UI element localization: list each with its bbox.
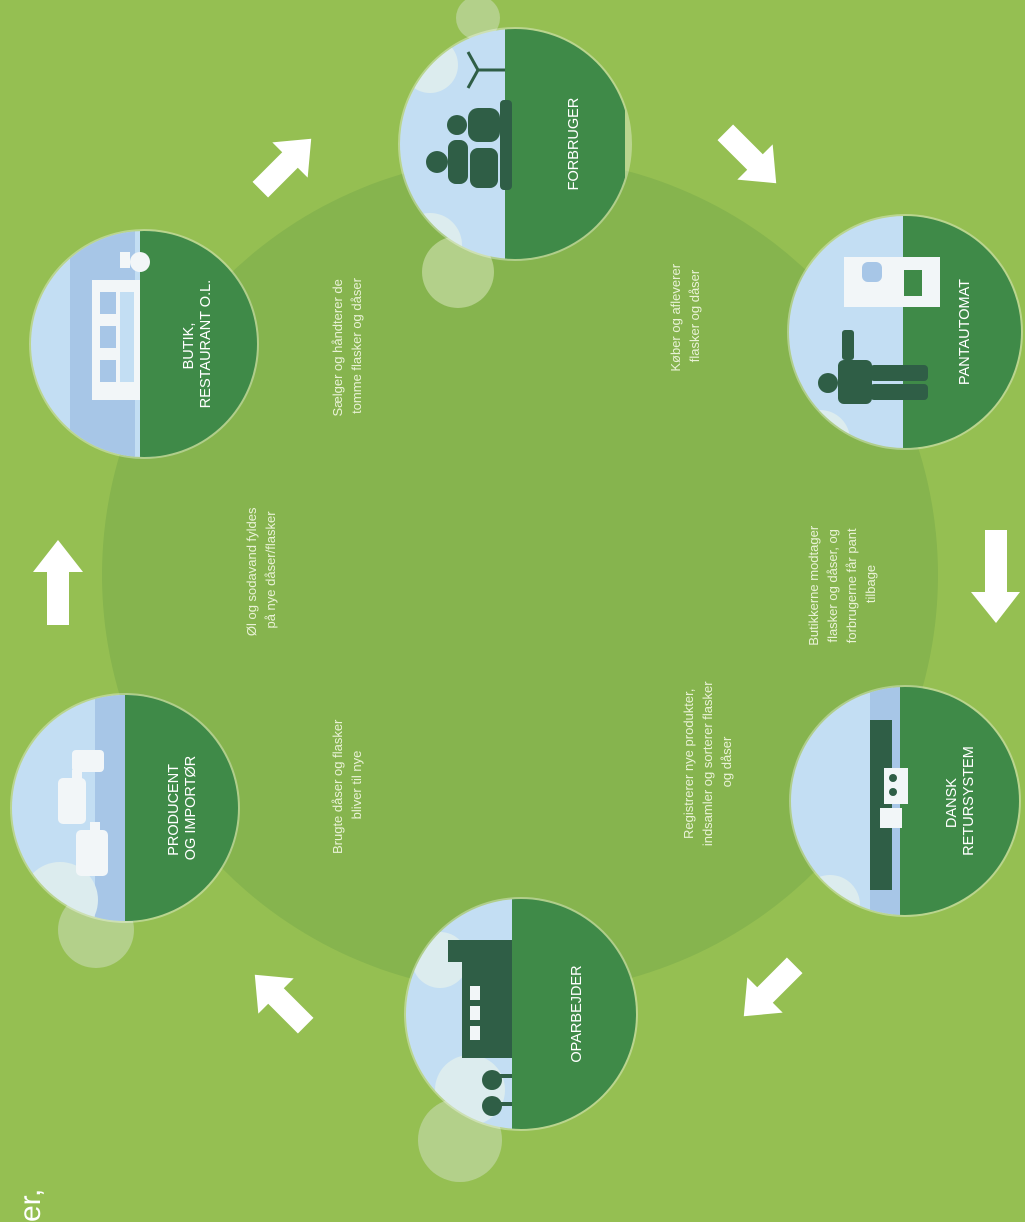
wind-turbine-icon xyxy=(466,51,505,89)
svg-text:DANSK RETURSYSTEM: DANSK RETURSYSTEM xyxy=(944,746,977,856)
svg-text:FORBRUGER: FORBRUGER xyxy=(566,98,582,191)
arrow-pantautomat-to-retursystem xyxy=(971,530,1020,623)
node-label: RESTAURANT O.L. xyxy=(198,280,214,408)
node-label: BUTIK, xyxy=(181,323,197,370)
node-label: PRODUCENT xyxy=(166,764,182,856)
shop-icon xyxy=(92,252,150,400)
arrow-retursystem-to-oparbejder xyxy=(743,957,803,1017)
node-label: OPARBEJDER xyxy=(569,965,585,1062)
svg-text:OPARBEJDER: OPARBEJDER xyxy=(569,965,585,1062)
step-register-text: Registrerer nye produkter, indsamler og … xyxy=(681,678,734,846)
reverse-vending-machine-icon xyxy=(844,257,940,307)
edge-text-fragment: er, xyxy=(14,1189,47,1222)
arrow-oparbejder-to-producent xyxy=(254,974,314,1034)
node-label: DANSK xyxy=(944,778,960,828)
person-icon xyxy=(818,330,928,404)
step-buy-text: Køber og afleverer flasker og dåser xyxy=(668,260,702,371)
arrow-forbruger-to-pantautomat xyxy=(717,124,777,184)
node-oparbejder: OPARBEJDER xyxy=(404,897,638,1182)
node-label: OG IMPORTØR xyxy=(183,756,199,860)
node-label: FORBRUGER xyxy=(566,98,582,191)
cycle-inner-circle xyxy=(102,157,938,993)
family-icon xyxy=(426,100,512,190)
step-fill-text: Øl og sodavand fyldes på nye dåser/flask… xyxy=(244,504,278,636)
svg-text:BUTIK, RESTAURANT O.L.: BUTIK, RESTAURANT O.L. xyxy=(181,280,214,408)
svg-text:PRODUCENT OG IMPORTØR: PRODUCENT OG IMPORTØR xyxy=(166,756,199,860)
factory-icon xyxy=(448,940,512,1058)
node-label: PANTAUTOMAT xyxy=(957,279,973,385)
step-receive-text: Butikkerne modtager flasker og dåser, og… xyxy=(806,522,878,646)
bottles-icon xyxy=(58,750,108,876)
trees-icon xyxy=(482,1070,512,1116)
node-producent: PRODUCENT OG IMPORTØR xyxy=(10,693,240,968)
step-recycle-text: Brugte dåser og flasker bliver til nye xyxy=(330,716,364,854)
svg-text:PANTAUTOMAT: PANTAUTOMAT xyxy=(957,279,973,385)
node-label: RETURSYSTEM xyxy=(961,746,977,856)
truck-icon xyxy=(870,720,908,890)
arrow-producent-to-butik xyxy=(33,540,83,625)
arrow-butik-to-forbruger xyxy=(252,138,312,198)
step-sell-text: Sælger og håndterer de tomme flasker og … xyxy=(330,276,364,417)
node-retursystem: DANSK RETURSYSTEM xyxy=(789,685,1021,917)
